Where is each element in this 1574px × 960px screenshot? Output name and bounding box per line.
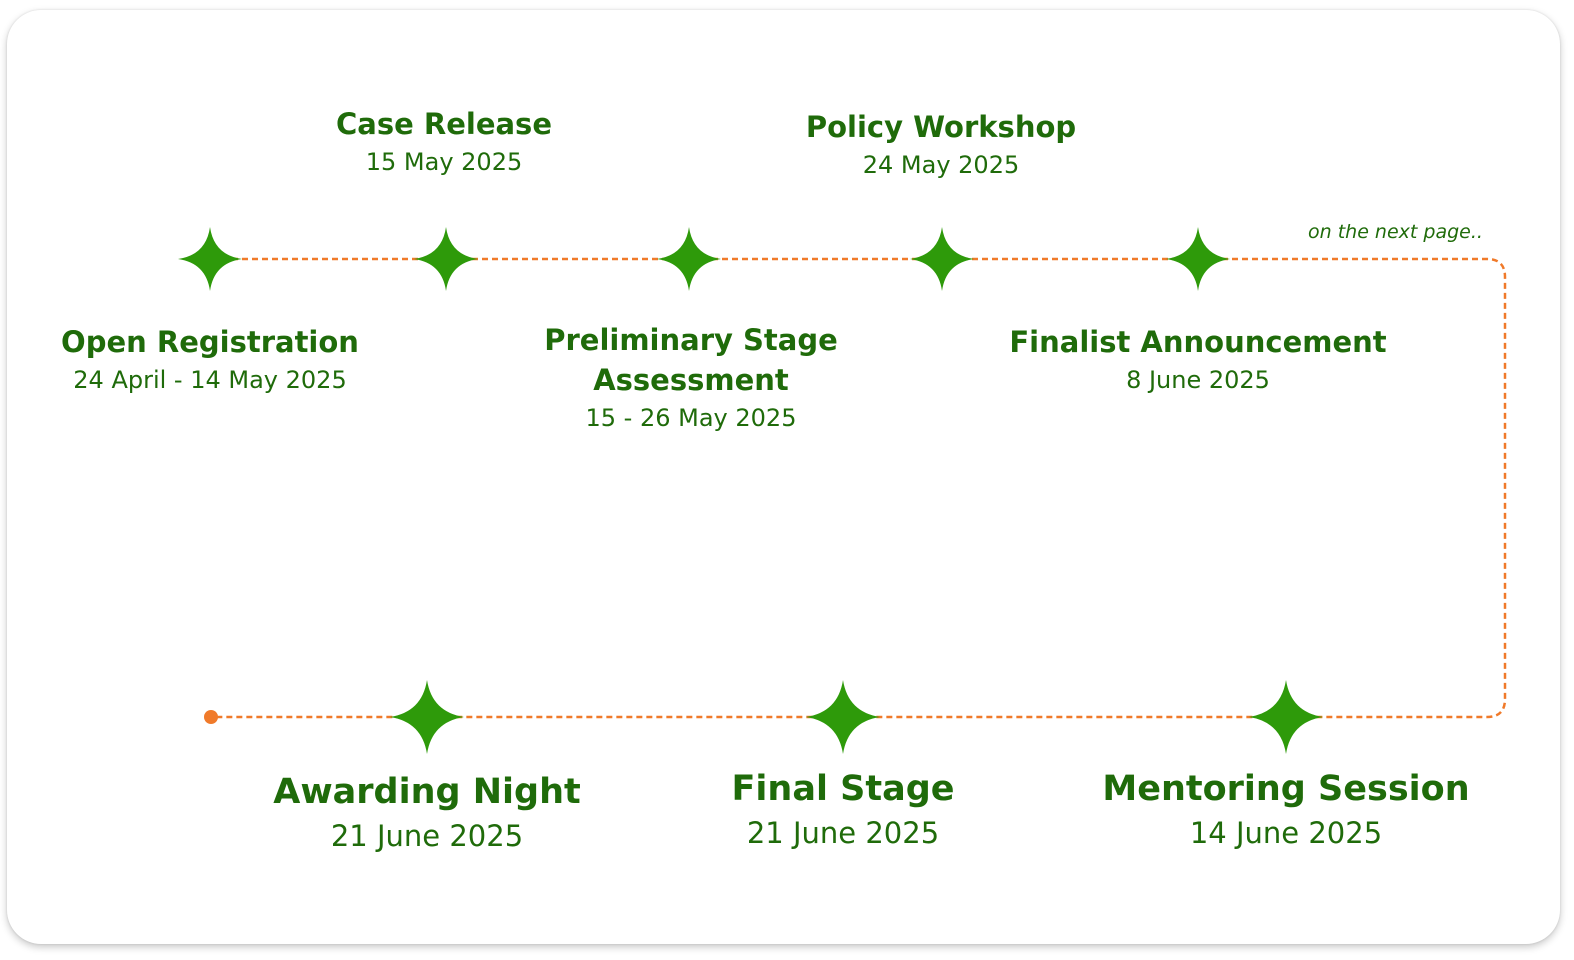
milestone-date: 15 - 26 May 2025 bbox=[585, 404, 797, 432]
milestone-policy-workshop: Policy Workshop 24 May 2025 bbox=[806, 107, 1076, 183]
milestone-final-stage: Final Stage 21 June 2025 bbox=[732, 766, 955, 854]
star-icon bbox=[657, 227, 721, 291]
milestone-title: Awarding Night bbox=[273, 772, 581, 812]
milestone-awarding-night: Awarding Night 21 June 2025 bbox=[273, 769, 581, 857]
timeline-dashed-path bbox=[212, 257, 1507, 719]
star-icon bbox=[806, 680, 880, 754]
next-page-note: on the next page.. bbox=[1308, 221, 1483, 243]
milestone-date: 24 May 2025 bbox=[862, 151, 1020, 179]
milestone-title: Final Stage bbox=[731, 769, 955, 809]
star-icon bbox=[390, 680, 464, 754]
milestone-title-line1: Preliminary Stage bbox=[544, 323, 838, 357]
star-icon bbox=[1249, 680, 1323, 754]
milestone-preliminary-stage-assessment: Preliminary Stage Assessment 15 - 26 May… bbox=[544, 320, 838, 436]
milestone-title: Open Registration bbox=[61, 325, 359, 359]
milestone-title-line2: Assessment bbox=[593, 363, 789, 397]
milestone-title: Mentoring Session bbox=[1102, 769, 1470, 809]
milestone-date: 24 April - 14 May 2025 bbox=[73, 366, 347, 394]
star-icon bbox=[178, 227, 242, 291]
timeline-card bbox=[7, 10, 1560, 944]
milestone-mentoring-session: Mentoring Session 14 June 2025 bbox=[1102, 766, 1469, 854]
milestone-title: Policy Workshop bbox=[805, 110, 1077, 144]
timeline-end-dot bbox=[204, 710, 218, 724]
milestone-date: 14 June 2025 bbox=[1189, 816, 1383, 850]
milestone-case-release: Case Release 15 May 2025 bbox=[336, 104, 552, 180]
milestone-date: 21 June 2025 bbox=[746, 816, 940, 850]
milestone-finalist-announcement: Finalist Announcement 8 June 2025 bbox=[1009, 322, 1386, 398]
milestone-open-registration: Open Registration 24 April - 14 May 2025 bbox=[61, 322, 359, 398]
milestone-date: 15 May 2025 bbox=[365, 148, 523, 176]
milestone-date: 21 June 2025 bbox=[330, 819, 524, 853]
milestone-title: Finalist Announcement bbox=[1009, 325, 1387, 359]
star-icon bbox=[1166, 227, 1230, 291]
milestone-date: 8 June 2025 bbox=[1126, 366, 1270, 394]
star-icon bbox=[910, 227, 974, 291]
milestone-title: Case Release bbox=[336, 107, 552, 141]
star-icon bbox=[414, 227, 478, 291]
